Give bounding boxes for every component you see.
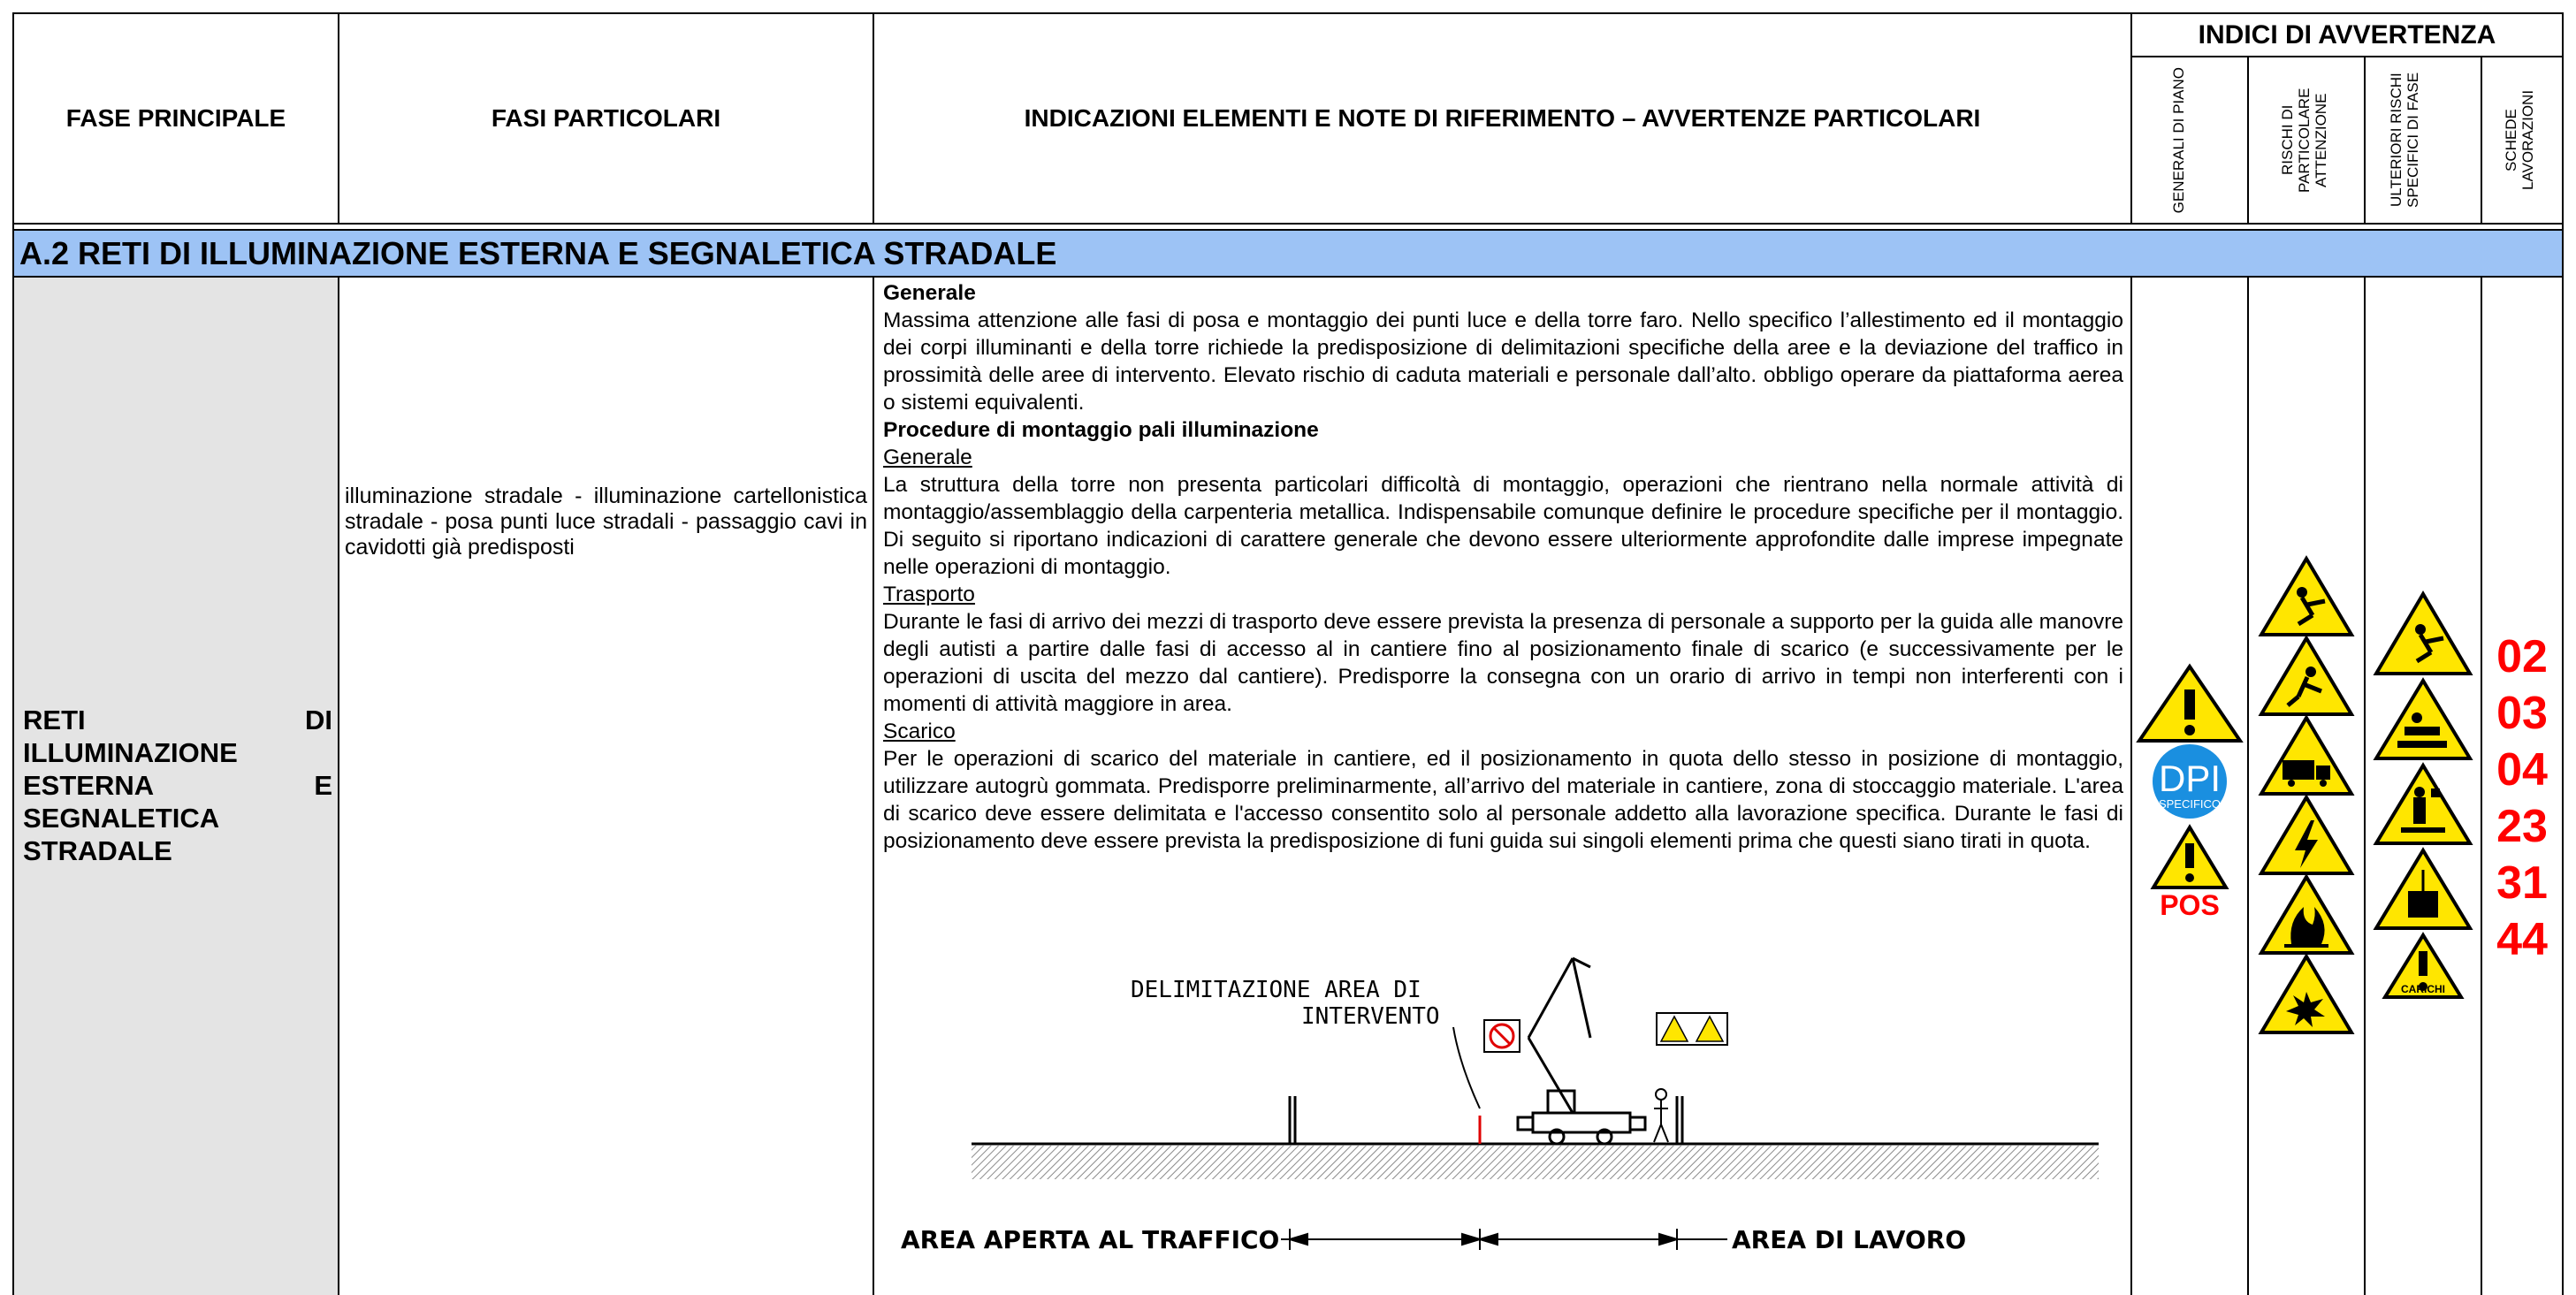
- col-divider-2b: [873, 276, 874, 1295]
- generale-heading: Generale: [883, 281, 976, 305]
- scheda-number: 02: [2496, 631, 2548, 682]
- header-bottom-line-2: [12, 229, 2564, 231]
- trasporto-heading: Trasporto: [883, 583, 975, 606]
- indici-sub-divider: [2130, 56, 2564, 57]
- road-hatch: [972, 1146, 2099, 1179]
- work-area-diagram: DELIMITAZIONE AREA DI INTERVENTO AREA AP…: [901, 956, 2099, 1254]
- procedure-heading: Procedure di montaggio pali illuminazion…: [883, 418, 1319, 442]
- col-divider-4: [2247, 56, 2249, 223]
- fase-line-5: STRADALE: [23, 835, 172, 866]
- label-area-traffico: AREA APERTA AL TRAFFICO: [901, 1225, 1279, 1254]
- electric-hazard-icon: [2258, 794, 2355, 875]
- header-schede-lavorazioni: SCHEDE LAVORAZIONI: [2503, 89, 2536, 191]
- fire-hazard-icon: [2258, 873, 2355, 955]
- generali-icons: DPI SPECIFICO: [2136, 663, 2244, 889]
- header-rischi-particolare: RISCHI DI PARTICOLARE ATTENZIONE: [2279, 88, 2329, 193]
- dimension-arrows: [1281, 1229, 1727, 1250]
- ulteriori-icons: [2373, 590, 2473, 999]
- col-divider-5b: [2364, 276, 2366, 1295]
- section-title: A.2 RETI DI ILLUMINAZIONE ESTERNA E SEGN…: [14, 231, 2562, 276]
- fall-hazard-icon: [2373, 677, 2473, 760]
- scheda-number: 04: [2496, 744, 2548, 796]
- generale-text: Massima attenzione alle fasi di posa e m…: [883, 309, 2123, 415]
- cell-fasi-particolari: illuminazione stradale - illuminazione c…: [345, 484, 867, 560]
- fall-from-height-icon: [2258, 635, 2355, 716]
- worker-figure: [1653, 1088, 1669, 1143]
- trasporto-text: Durante le fasi di arrivo dei mezzi di t…: [883, 610, 2123, 716]
- suspended-loads-icon: [2373, 847, 2473, 930]
- scarico-text: Per le operazioni di scarico del materia…: [883, 747, 2123, 853]
- svg-text:SPECIFICO: SPECIFICO: [2159, 797, 2221, 811]
- scarico-heading: Scarico: [883, 720, 956, 743]
- pos-label: POS: [2160, 889, 2220, 921]
- scheda-number: 44: [2496, 914, 2548, 965]
- generic-warning-icon: [2150, 824, 2229, 889]
- header-bottom-line: [12, 223, 2564, 225]
- truck-traffic-icon: [2258, 714, 2355, 796]
- header-indicazioni: INDICAZIONI ELEMENTI E NOTE DI RIFERIMEN…: [1024, 104, 1981, 132]
- col-divider-6: [2481, 56, 2482, 223]
- col-divider-1: [338, 12, 339, 223]
- explosive-hazard-icon: [2258, 953, 2355, 1034]
- col-divider-5: [2364, 56, 2366, 223]
- delimitation-leader: [1452, 1026, 1481, 1109]
- rischi-icons: [2258, 555, 2355, 1034]
- label-delimitazione-2: INTERVENTO: [1301, 1003, 1440, 1030]
- scheda-number: 31: [2496, 857, 2548, 909]
- svg-text:DPI: DPI: [2159, 758, 2221, 799]
- header-fasi-particolari: FASI PARTICOLARI: [491, 104, 721, 132]
- slippery-floor-icon: [2258, 555, 2355, 636]
- sub-generale-heading: Generale: [883, 446, 972, 469]
- schede-list: 02 03 04 23 31 44: [2482, 628, 2562, 968]
- label-area-lavoro: AREA DI LAVORO: [1732, 1225, 1966, 1254]
- aerial-platform-vehicle: [1516, 956, 1647, 1146]
- falling-objects-icon: [2373, 762, 2473, 845]
- col-divider-6b: [2481, 276, 2482, 1295]
- safety-table: FASE PRINCIPALE FASI PARTICOLARI INDICAZ…: [12, 12, 2564, 1295]
- header-fase-principale: FASE PRINCIPALE: [65, 104, 286, 132]
- label-delimitazione-1: DELIMITAZIONE AREA DI: [1131, 977, 1421, 1003]
- border-left: [12, 12, 14, 1295]
- header-ulteriori-rischi: ULTERIORI RISCHI SPECIFICI DI FASE: [2388, 72, 2421, 209]
- header-indici: INDICI DI AVVERTENZA: [2198, 19, 2496, 50]
- col-divider-1b: [338, 276, 339, 1295]
- carichi-label: CARICHI: [2401, 983, 2445, 995]
- col-divider-3b: [2130, 276, 2132, 1295]
- sub-generale-text: La struttura della torre non presenta pa…: [883, 473, 2123, 579]
- scheda-number: 23: [2496, 801, 2548, 852]
- fase-line-4: SEGNALETICA: [23, 803, 220, 834]
- table-border-top: [12, 12, 2564, 14]
- border-right: [2562, 12, 2564, 1295]
- generic-warning-icon: [2382, 932, 2465, 999]
- scheda-number: 03: [2496, 688, 2548, 739]
- section-bottom-line: [12, 276, 2564, 278]
- slippery-floor-icon: [2373, 590, 2473, 675]
- col-divider-2: [873, 12, 874, 223]
- fase-line-2: ILLUMINAZIONE: [23, 737, 238, 768]
- col-divider-4b: [2247, 276, 2249, 1295]
- col-divider-3: [2130, 12, 2132, 223]
- dpi-specifico-icon: DPI SPECIFICO: [2153, 744, 2227, 819]
- header-generali-di-piano: GENERALI DI PIANO: [2170, 66, 2187, 214]
- cell-indicazioni: Generale Massima attenzione alle fasi di…: [874, 279, 2130, 898]
- generic-warning-icon: [2136, 663, 2244, 743]
